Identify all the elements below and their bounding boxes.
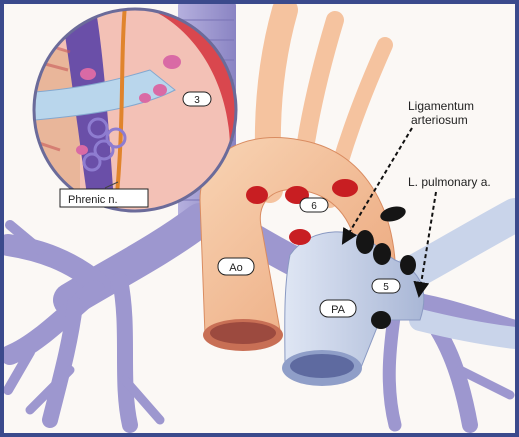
svg-text:5: 5 <box>383 282 389 293</box>
svg-text:3: 3 <box>194 95 200 106</box>
arteriosum-label: arteriosum <box>411 113 468 127</box>
node-3-tag: 3 <box>183 92 211 106</box>
node-6-tag: 6 <box>300 198 328 212</box>
pulmonary-artery-tag: PA <box>320 300 356 317</box>
aorta-tag: Ao <box>218 258 254 275</box>
node-5-tag: 5 <box>372 279 400 293</box>
phrenic-nerve-tag: Phrenic n. <box>60 189 148 207</box>
left-pulmonary-artery-label: L. pulmonary a. <box>408 175 491 189</box>
svg-text:Phrenic n.: Phrenic n. <box>68 194 118 206</box>
svg-text:6: 6 <box>311 201 317 212</box>
ligamentum-label: Ligamentum <box>408 99 474 113</box>
svg-text:PA: PA <box>331 304 346 316</box>
svg-text:Ao: Ao <box>229 262 242 274</box>
